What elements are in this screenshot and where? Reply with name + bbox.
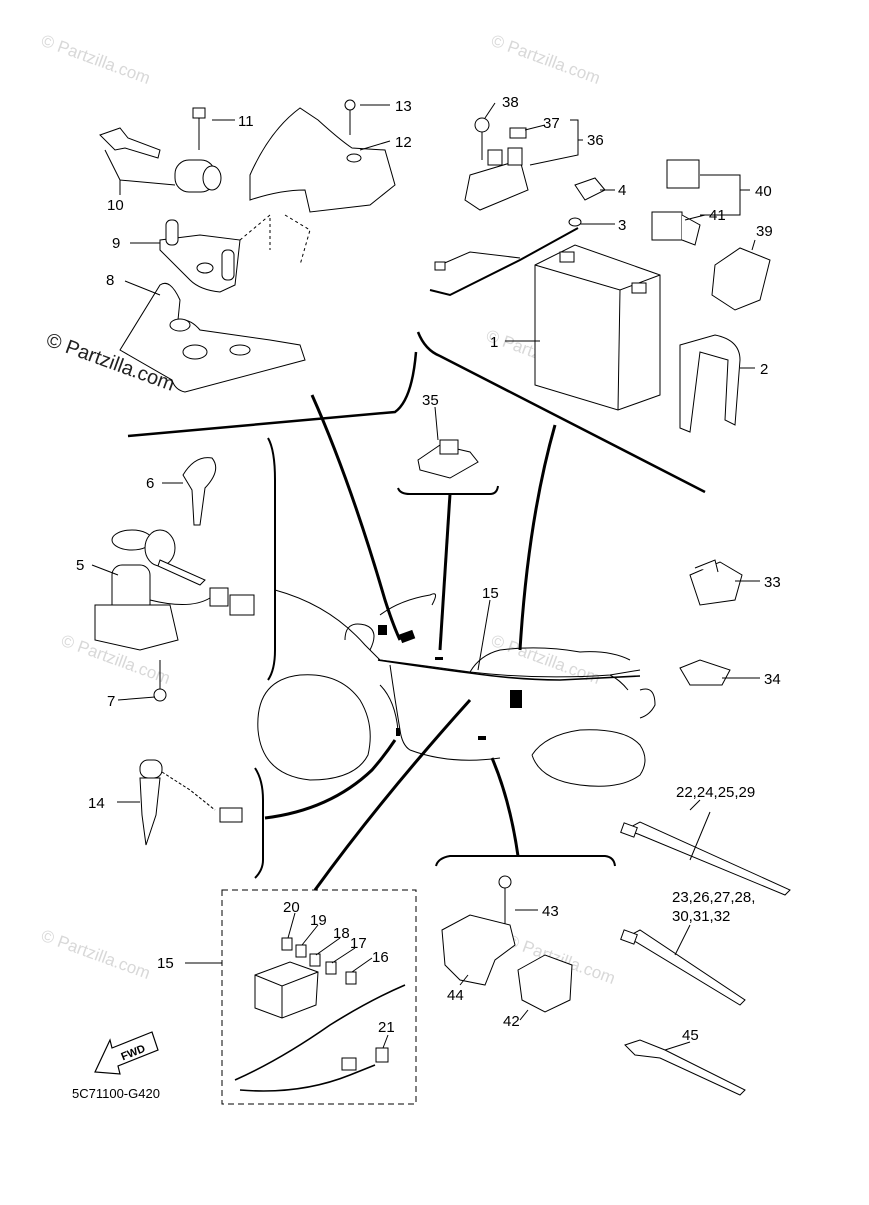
- atv-outline: [257, 589, 656, 787]
- part-label: 16: [372, 949, 389, 966]
- harness-markers: [377, 625, 641, 740]
- part-label: 43: [542, 903, 559, 920]
- steering-cover-group: [99, 99, 396, 393]
- fuse-box-group: [221, 889, 417, 1105]
- sensor-group: [441, 875, 573, 1013]
- part-label: 18: [333, 925, 350, 942]
- part-label: 5: [76, 557, 84, 574]
- part-label: 33: [764, 574, 781, 591]
- part-labels: 11 13 12 10 9 8 38 37 36 4 3 40 41 39 1 …: [72, 94, 781, 1101]
- fwd-arrow: FWD: [94, 1031, 159, 1075]
- group-brackets: [127, 331, 706, 891]
- part-label: 41: [709, 207, 726, 224]
- watermark: © Partzilla.com: [39, 926, 153, 983]
- part-label: 35: [422, 392, 439, 409]
- part-label: 15: [157, 955, 174, 972]
- part-label: 11: [238, 113, 254, 130]
- part-label: 6: [146, 475, 154, 492]
- part-label: 22,24,25,29: [676, 784, 755, 801]
- part-label: 12: [395, 134, 412, 151]
- part-label: 7: [107, 693, 115, 710]
- cable-ties: [620, 821, 791, 1096]
- part-label: 37: [543, 115, 560, 132]
- part-label: 23,26,27,28,: [672, 889, 755, 906]
- part-label: 34: [764, 671, 781, 688]
- part-label: 4: [618, 182, 626, 199]
- part-label: 30,31,32: [672, 908, 730, 925]
- part-label: 45: [682, 1027, 699, 1044]
- part-label: 3: [618, 217, 626, 234]
- watermark: © Partzilla.com: [489, 31, 603, 88]
- part-label: 9: [112, 235, 120, 252]
- part-label: 40: [755, 183, 772, 200]
- watermark: © Partzilla.com: [39, 31, 153, 88]
- part-label: 2: [760, 361, 768, 378]
- clips-33-34: [679, 559, 743, 686]
- part-label: 39: [756, 223, 773, 240]
- part-label: 17: [350, 935, 367, 952]
- part-label: 1: [490, 334, 498, 351]
- part-label: 42: [503, 1013, 520, 1030]
- part-label: 20: [283, 899, 300, 916]
- leader-lines: [91, 102, 760, 1051]
- part-label: 8: [106, 272, 114, 289]
- part-label: 10: [107, 197, 124, 214]
- battery-relay-group: [429, 117, 771, 433]
- part-label: 44: [447, 987, 464, 1004]
- part-label: 13: [395, 98, 412, 115]
- part-label: 14: [88, 795, 105, 812]
- part-label: 38: [502, 94, 519, 111]
- main-switch-group: [94, 457, 255, 846]
- part-label: 21: [378, 1019, 395, 1036]
- part-label: 19: [310, 912, 327, 929]
- part-label: 36: [587, 132, 604, 149]
- diagram-code: 5C71100-G420: [72, 1086, 160, 1101]
- part-label: 15: [482, 585, 499, 602]
- part35-clip: [417, 439, 479, 479]
